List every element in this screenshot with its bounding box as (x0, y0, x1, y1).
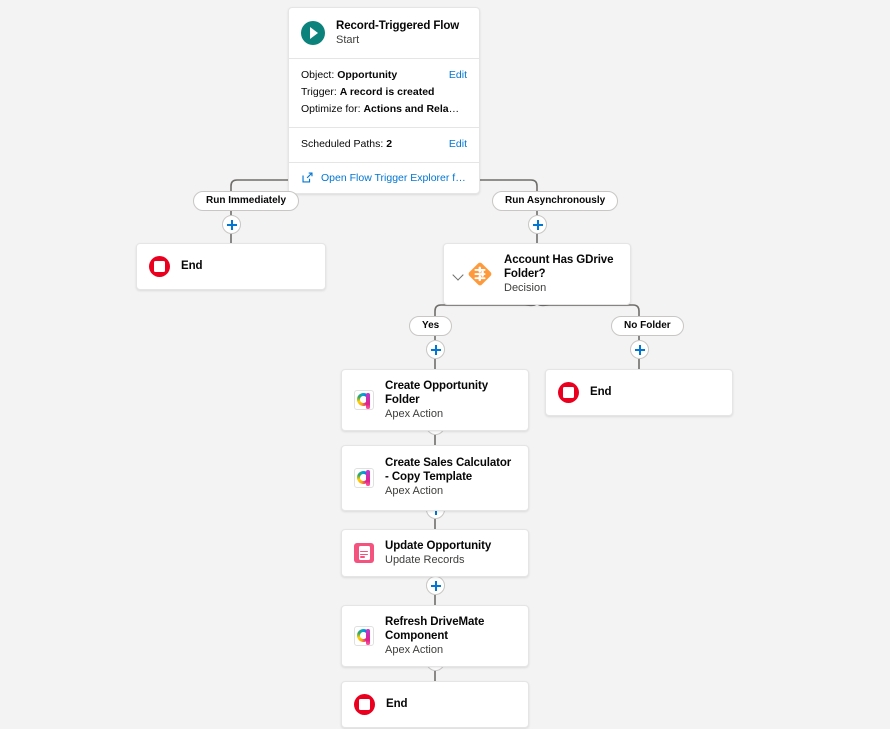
apex-action-node-create-sales-calculator[interactable]: Create Sales Calculator - Copy Template … (341, 445, 529, 511)
update-records-node-update-opportunity[interactable]: Update Opportunity Update Records (341, 529, 529, 578)
end-stop-icon (354, 694, 375, 715)
end-node-title: End (386, 698, 408, 711)
end-node-no-folder[interactable]: End (545, 369, 733, 416)
apex-action-icon (354, 626, 374, 647)
apex-action-icon (354, 390, 374, 411)
scheduled-paths-value: 2 (386, 138, 393, 151)
decision-node-subtitle: Decision (504, 282, 547, 295)
node-title: Create Opportunity Folder (385, 380, 488, 407)
decision-node-account-has-gdrive-folder[interactable]: Account Has GDrive Folder? Decision (443, 243, 631, 306)
detail-row-optimize: Optimize for: Actions and Related Recor… (301, 101, 467, 118)
apex-action-node-create-opportunity-folder[interactable]: Create Opportunity Folder Apex Action (341, 369, 529, 432)
start-node[interactable]: Record-Triggered Flow Start Object: Oppo… (288, 7, 480, 195)
node-title: Refresh DriveMate Component (385, 616, 485, 643)
end-node-run-immediately[interactable]: End (136, 243, 326, 290)
add-element-button-after-update-opportunity[interactable] (426, 576, 445, 595)
external-link-icon (302, 172, 313, 183)
edit-object-link[interactable]: Edit (448, 69, 467, 82)
add-element-button-yes[interactable] (426, 340, 445, 359)
detail-value-object: Opportunity (337, 69, 398, 82)
chevron-down-icon[interactable] (452, 268, 465, 281)
scheduled-paths-label: Scheduled Paths: (301, 138, 384, 151)
detail-label-object: Object: (301, 69, 335, 82)
end-stop-icon (558, 382, 579, 403)
detail-row-trigger: Trigger: A record is created (301, 84, 467, 101)
end-node-final[interactable]: End (341, 681, 529, 728)
branch-label-run-asynchronously[interactable]: Run Asynchronously (492, 191, 619, 211)
start-node-details: Object: Opportunity Edit Trigger: A reco… (289, 58, 479, 127)
node-title: Create Sales Calculator - Copy Template (385, 457, 512, 483)
decision-node-title: Account Has GDrive Folder? (504, 254, 614, 281)
start-node-subtitle: Start (336, 34, 360, 47)
node-subtitle: Apex Action (385, 644, 444, 657)
add-element-button-run-async[interactable] (528, 215, 547, 234)
detail-value-optimize: Actions and Related Recor… (363, 103, 467, 116)
end-stop-icon (149, 256, 170, 277)
decision-diamond-icon (468, 262, 492, 286)
detail-row-object: Object: Opportunity Edit (301, 67, 467, 84)
play-circle-icon (301, 21, 325, 46)
node-subtitle: Update Records (385, 554, 465, 567)
update-records-icon (354, 543, 374, 564)
node-subtitle: Apex Action (385, 408, 444, 421)
branch-label-yes[interactable]: Yes (409, 316, 453, 336)
branch-label-no-folder[interactable]: No Folder (611, 316, 684, 336)
node-subtitle: Apex Action (385, 485, 444, 498)
end-node-title: End (181, 260, 203, 273)
detail-value-trigger: A record is created (339, 86, 435, 99)
end-node-title: End (590, 386, 612, 399)
detail-label-trigger: Trigger: (301, 86, 337, 99)
apex-action-node-refresh-drivemate-component[interactable]: Refresh DriveMate Component Apex Action (341, 605, 529, 668)
branch-label-run-immediately[interactable]: Run Immediately (193, 191, 300, 211)
detail-row-scheduled-paths: Scheduled Paths: 2 Edit (301, 136, 467, 153)
apex-action-icon (354, 467, 374, 488)
trigger-explorer-section: Open Flow Trigger Explorer for Oppor… (289, 162, 479, 193)
node-title: Update Opportunity (385, 540, 492, 552)
add-element-button-run-immediately[interactable] (222, 215, 241, 234)
detail-label-optimize: Optimize for: (301, 103, 361, 116)
start-node-title: Record-Triggered Flow (336, 20, 460, 32)
open-flow-trigger-explorer-link[interactable]: Open Flow Trigger Explorer for Oppor… (321, 171, 467, 184)
scheduled-paths-section: Scheduled Paths: 2 Edit (289, 127, 479, 162)
edit-scheduled-paths-link[interactable]: Edit (448, 138, 467, 151)
add-element-button-no-folder[interactable] (630, 340, 649, 359)
start-node-header[interactable]: Record-Triggered Flow Start (289, 8, 479, 58)
